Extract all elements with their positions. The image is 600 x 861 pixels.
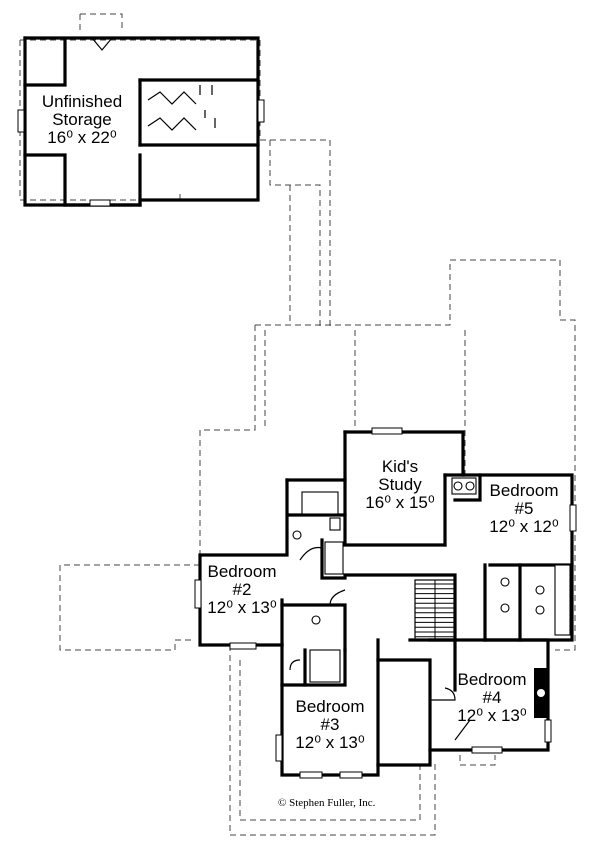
room-label-storage: Unfinished <box>42 92 122 111</box>
lower-floor-outline <box>19 13 576 836</box>
plumbing-fixtures <box>292 477 571 718</box>
room-label-bed2: 12⁰ x 13⁰ <box>207 598 277 617</box>
room-label-bed4: Bedroom <box>458 670 527 689</box>
storage-wing <box>17 36 265 207</box>
room-label-bed4: #4 <box>483 688 502 707</box>
room-label-bed3: 12⁰ x 13⁰ <box>295 733 365 752</box>
windows <box>194 427 577 779</box>
room-label-bed2: #2 <box>233 580 252 599</box>
room-label-bed3: #3 <box>321 715 340 734</box>
room-label-storage: 16⁰ x 22⁰ <box>47 128 117 147</box>
room-label-bed5: #5 <box>515 499 534 518</box>
room-label-bed3: Bedroom <box>296 697 365 716</box>
staircase <box>414 579 456 641</box>
room-label-study: Kid's <box>382 457 418 476</box>
room-label-bed5: 12⁰ x 12⁰ <box>489 517 559 536</box>
room-label-bed2: Bedroom <box>208 562 277 581</box>
room-label-bed5: Bedroom <box>490 481 559 500</box>
copyright-text: © Stephen Fuller, Inc. <box>278 797 376 809</box>
room-label-storage: Storage <box>52 110 112 129</box>
room-label-study: 16⁰ x 15⁰ <box>365 493 435 512</box>
door-swings <box>289 546 471 741</box>
room-label-study: Study <box>378 475 422 494</box>
room-label-bed4: 12⁰ x 13⁰ <box>457 706 527 725</box>
